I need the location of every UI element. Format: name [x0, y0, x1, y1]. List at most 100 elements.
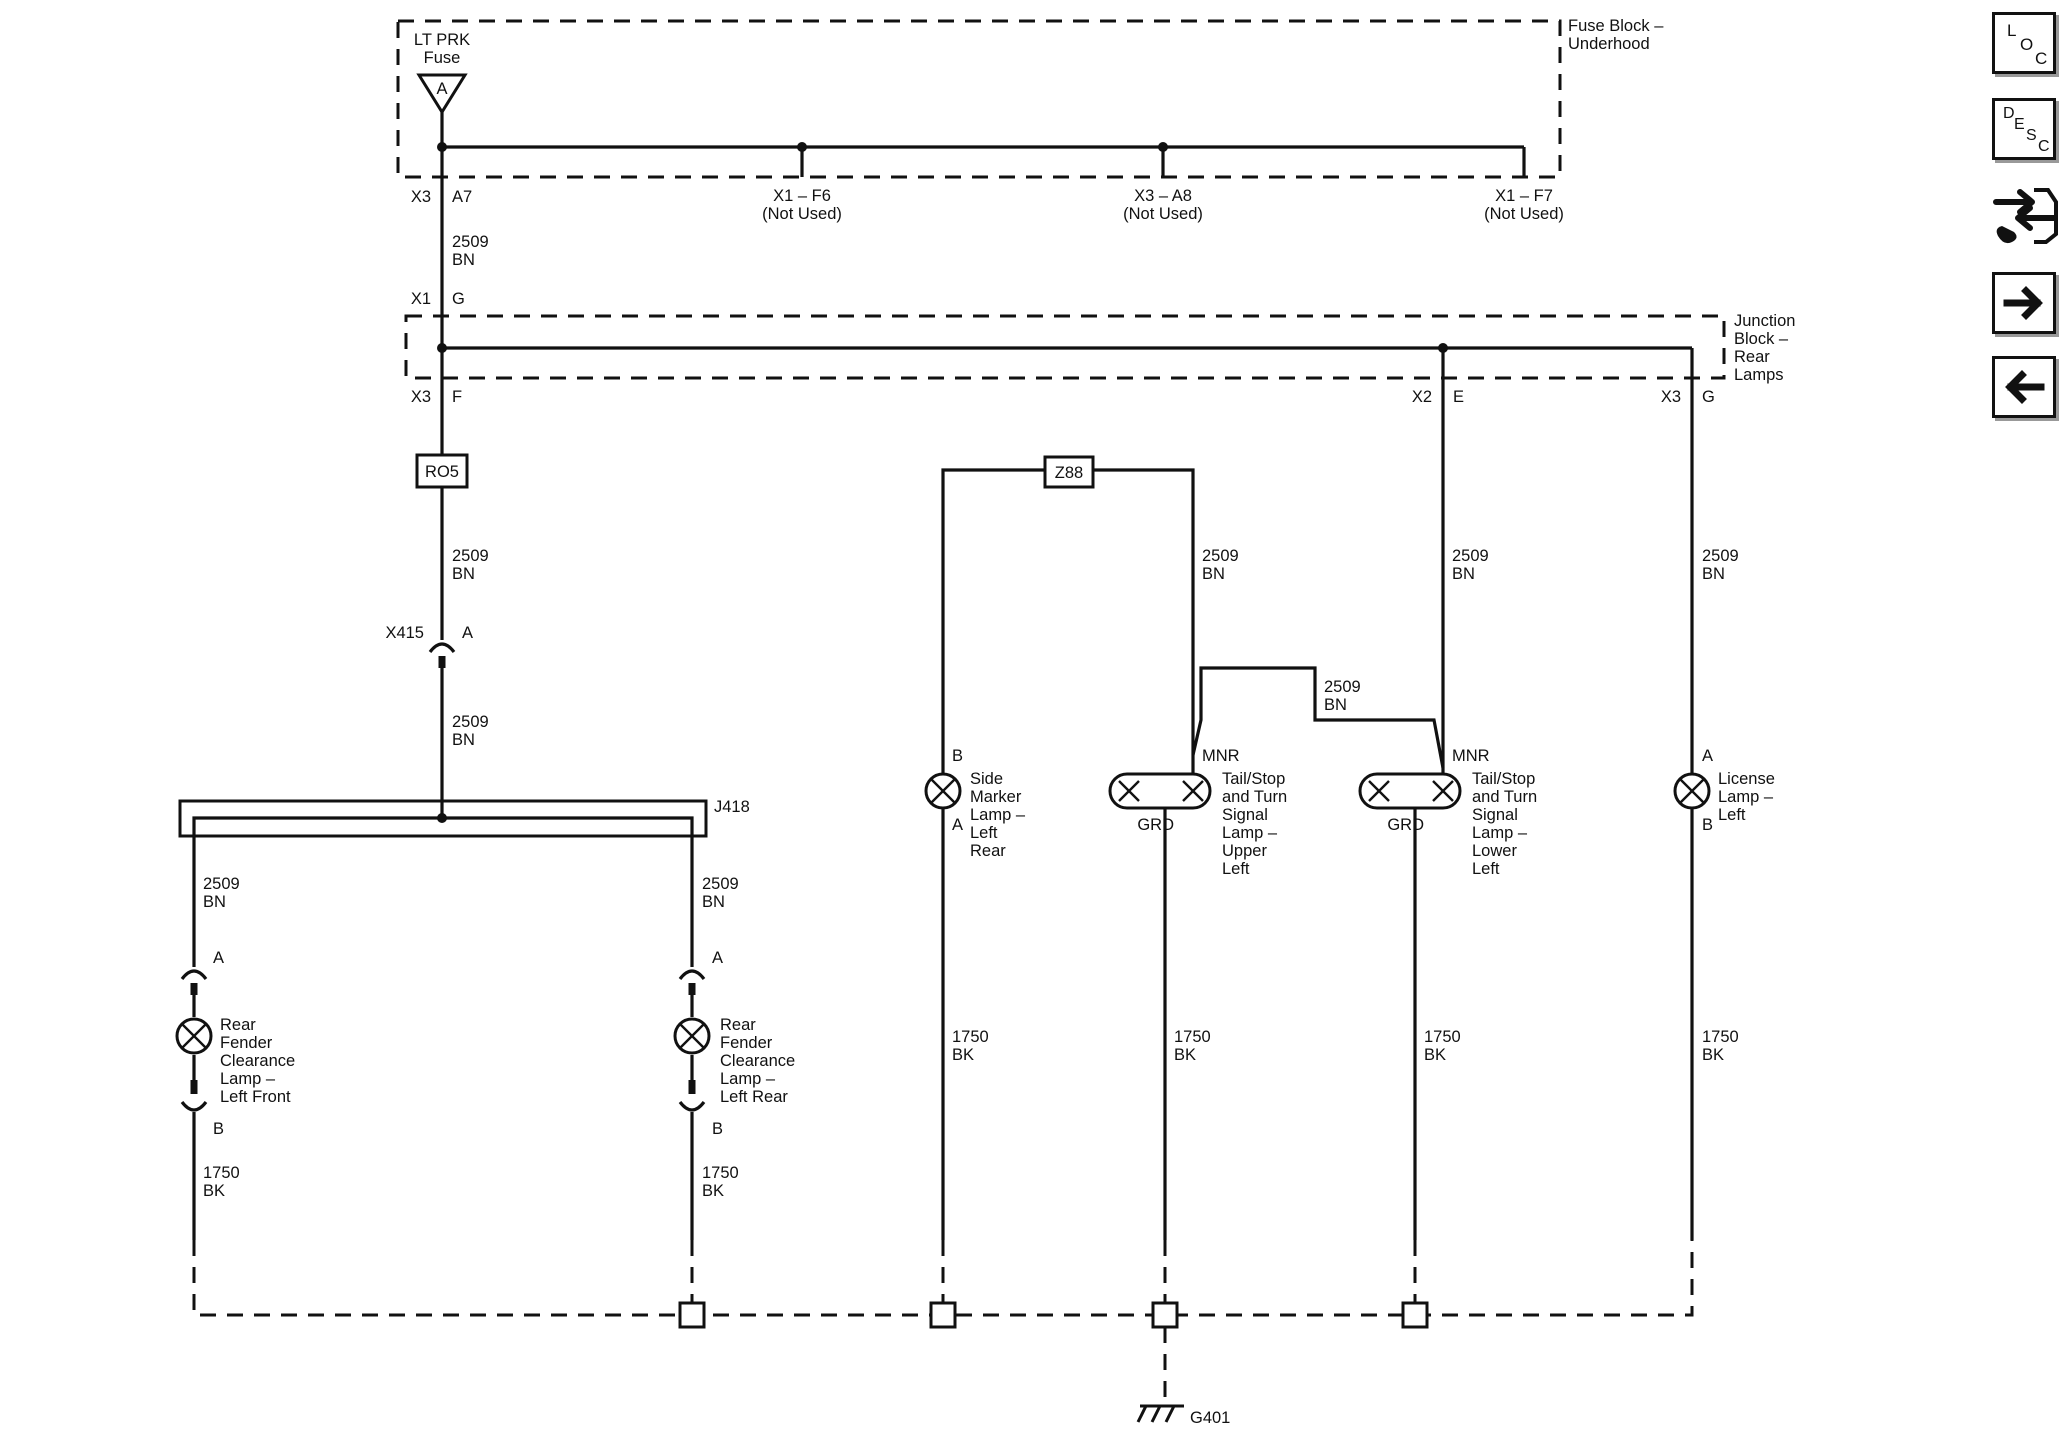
junction-block-name-4: Lamps	[1734, 366, 1784, 384]
pin-label: A	[213, 949, 224, 967]
wire-circuit: 1750	[702, 1164, 739, 1182]
x415-pin: A	[462, 624, 473, 642]
lamp-label-2: and Turn	[1222, 788, 1287, 806]
lamp-label-5: Left Rear	[720, 1088, 788, 1106]
pin-label: A	[952, 816, 963, 834]
wire-circuit: 1750	[1424, 1028, 1461, 1046]
connector-female	[678, 1100, 706, 1112]
connector-tool-button[interactable]	[1990, 180, 2060, 250]
wire-side-marker-z88	[941, 468, 1045, 770]
wire-circuit: 1750	[1702, 1028, 1739, 1046]
lamp-label-4: Lamp –	[720, 1070, 776, 1088]
ground-splice	[678, 1301, 706, 1329]
lamp-cross	[930, 778, 956, 804]
wire-color: BN	[452, 565, 475, 583]
desc-letter-c: C	[2038, 138, 2050, 155]
lamp-label-3: Lamp –	[970, 806, 1026, 824]
wire-circuit: 1750	[203, 1164, 240, 1182]
loc-letter-o: O	[2020, 35, 2034, 54]
junction-block-outline	[404, 314, 1726, 380]
ro5-label: RO5	[425, 463, 459, 481]
fuse-symbol	[416, 73, 468, 115]
previous-button[interactable]	[1992, 356, 2056, 418]
wire-color: BN	[1452, 565, 1475, 583]
pin-label: A	[1702, 747, 1713, 765]
splice-dot	[797, 142, 807, 152]
jb-out-right-pin: G	[1702, 388, 1715, 406]
lamp-label-6: Left	[1472, 860, 1500, 878]
lamp-label-1: Rear	[720, 1016, 756, 1034]
wire-circuit: 2509	[702, 875, 739, 893]
loc-letter-l: L	[2007, 21, 2017, 40]
lamp-label-1: Rear	[220, 1016, 256, 1034]
wire-color: BN	[702, 893, 725, 911]
wire-tail-jumper	[1191, 666, 1445, 769]
ground-splice	[1151, 1301, 1179, 1329]
lamp-label-5: Lower	[1472, 842, 1517, 860]
pin-f6: X1 – F6	[773, 187, 831, 205]
jb-out-mid-pin: E	[1453, 388, 1464, 406]
lamp-cross	[1432, 780, 1454, 802]
wire-color: BN	[452, 731, 475, 749]
lamp-cross	[1368, 780, 1390, 802]
location-button[interactable]: L O C	[1992, 12, 2056, 74]
z88-box	[1043, 455, 1095, 489]
lamp-label-5: Rear	[970, 842, 1006, 860]
wire-circuit: 2509	[1702, 547, 1739, 565]
wire-color: BK	[952, 1046, 974, 1064]
lamp-label-1: Tail/Stop	[1222, 770, 1285, 788]
wire-color: BK	[1702, 1046, 1724, 1064]
lamp-label-2: Marker	[970, 788, 1022, 806]
pin-f6-note: (Not Used)	[762, 205, 842, 223]
pin-a8-note: (Not Used)	[1123, 205, 1203, 223]
wire-circuit: 2509	[1324, 678, 1361, 696]
ground-splice	[1401, 1301, 1429, 1329]
lamp-label-3: Signal	[1472, 806, 1518, 824]
wire-color: BN	[1324, 696, 1347, 714]
wire-color: BK	[702, 1182, 724, 1200]
jb-out-right-connector: X3	[1661, 388, 1681, 406]
x415-connector-female	[428, 642, 456, 654]
lamp-label-4: Lamp –	[220, 1070, 276, 1088]
pin-label: B	[213, 1120, 224, 1138]
pin-label: MNR	[1202, 747, 1240, 765]
connector-female	[180, 969, 208, 981]
lamp-label-1: Side	[970, 770, 1003, 788]
lamp-cross	[181, 1023, 207, 1049]
arrow-left-icon	[2005, 370, 2045, 404]
ground-symbol	[1136, 1404, 1184, 1423]
fuse-id: A	[436, 80, 447, 98]
wire-z88-tail-upper	[1093, 468, 1195, 770]
dual-lamp-symbol	[1358, 772, 1462, 810]
x415-label: X415	[385, 624, 424, 642]
pin-f7: X1 – F7	[1495, 187, 1553, 205]
dual-lamp-symbol	[1108, 772, 1212, 810]
j418-splice-pack	[178, 799, 708, 838]
ground-splice	[929, 1301, 957, 1329]
fuse-label-2: Fuse	[424, 49, 461, 67]
j418-label: J418	[714, 798, 750, 816]
desc-letter-s: S	[2026, 127, 2037, 144]
junction-block-name-3: Rear	[1734, 348, 1770, 366]
wire-color: BK	[1424, 1046, 1446, 1064]
next-button[interactable]	[1992, 272, 2056, 334]
wire-circuit: 2509	[452, 547, 489, 565]
description-button[interactable]: D E S C	[1992, 98, 2056, 160]
pin-label: B	[1702, 816, 1713, 834]
connector-tool-icon	[1993, 188, 2058, 244]
jb-out-mid-connector: X2	[1412, 388, 1432, 406]
wire-color: BK	[1174, 1046, 1196, 1064]
pin-a7: A7	[452, 188, 472, 206]
wire-color: BK	[203, 1182, 225, 1200]
pin-label: MNR	[1452, 747, 1490, 765]
pin-label: B	[952, 747, 963, 765]
jb-in-pin: G	[452, 290, 465, 308]
splice-dot	[1158, 142, 1168, 152]
lamp-label-6: Left	[1222, 860, 1250, 878]
lamp-label-1: Tail/Stop	[1472, 770, 1535, 788]
lamp-label-2: Lamp –	[1718, 788, 1774, 806]
pin-a8: X3 – A8	[1134, 187, 1192, 205]
junction-block-name-2: Block –	[1734, 330, 1789, 348]
lamp-label-5: Upper	[1222, 842, 1267, 860]
lamp-label-1: License	[1718, 770, 1775, 788]
